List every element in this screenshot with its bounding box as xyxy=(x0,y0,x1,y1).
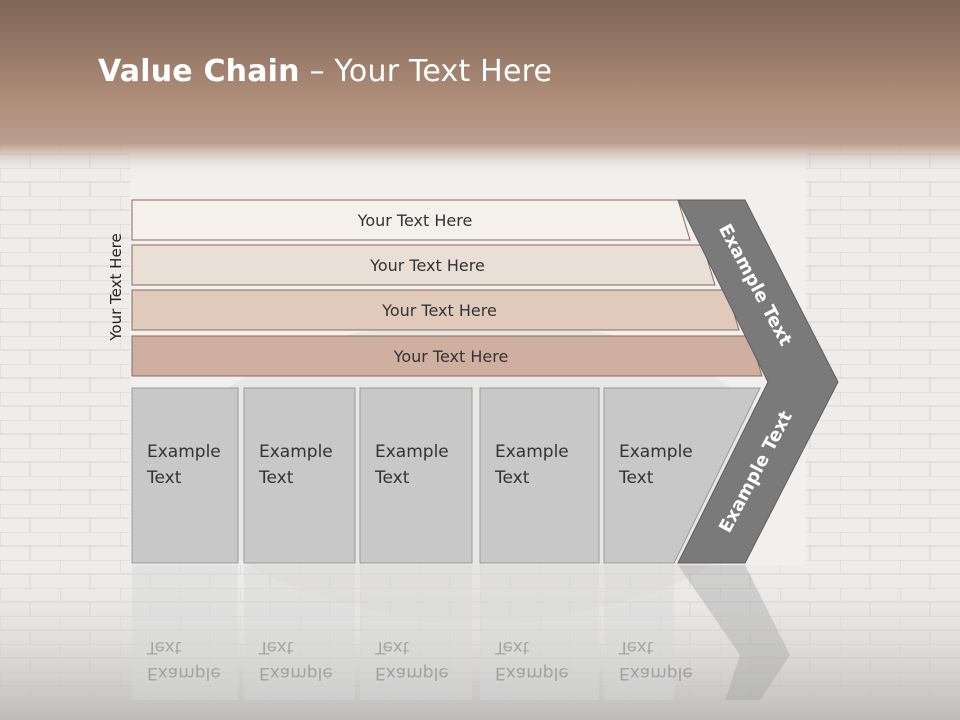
bar-3 xyxy=(131,289,740,331)
column-block-3 xyxy=(359,387,473,564)
column-text-line2: Text xyxy=(147,468,182,488)
reflection-line2: Text xyxy=(619,637,654,657)
column-reflection-4 xyxy=(480,565,599,700)
column-text-line1: Example xyxy=(495,442,569,462)
bar-4 xyxy=(131,335,763,377)
column-text-reflection-5: Example Text xyxy=(619,634,693,686)
column-text-line2: Text xyxy=(375,468,410,488)
column-text-line2: Text xyxy=(259,468,294,488)
bar-label-2: Your Text Here xyxy=(370,255,485,275)
column-reflection-1 xyxy=(132,565,238,700)
reflection-line1: Example xyxy=(259,663,333,683)
bar-label-4: Your Text Here xyxy=(393,346,509,366)
column-text-line1: Example xyxy=(375,442,449,462)
column-text-reflection-2: Example Text xyxy=(259,634,333,686)
column-block-5 xyxy=(603,387,761,564)
page-title-rest: – Your Text Here xyxy=(299,54,553,89)
column-block-4 xyxy=(479,387,600,564)
column-text-line1: Example xyxy=(147,442,221,462)
column-reflection-3 xyxy=(360,565,472,700)
page-title: Value Chain – Your Text Here xyxy=(98,54,552,89)
bar-label-1: Your Text Here xyxy=(357,210,473,230)
column-reflection-2 xyxy=(244,565,355,700)
chevron-arrow xyxy=(677,199,839,564)
reflection-line1: Example xyxy=(375,663,449,683)
reflection-line2: Text xyxy=(259,637,294,657)
reflection-line2: Text xyxy=(495,637,530,657)
reflection-line1: Example xyxy=(147,663,221,683)
column-reflection-5 xyxy=(604,565,674,700)
column-block-2 xyxy=(243,387,356,564)
bar-1 xyxy=(131,199,691,241)
floor xyxy=(0,560,960,720)
reflection-line1: Example xyxy=(619,663,693,683)
column-text-reflection-4: Example Text xyxy=(495,634,569,686)
column-text-line2: Text xyxy=(495,468,530,488)
column-block-1 xyxy=(131,387,239,564)
bar-label-3: Your Text Here xyxy=(382,300,497,320)
column-text-line1: Example xyxy=(259,442,333,462)
reflection-line2: Text xyxy=(375,637,410,657)
column-text-reflection-3: Example Text xyxy=(375,634,449,686)
reflection-line1: Example xyxy=(495,663,569,683)
column-text-reflection-1: Example Text xyxy=(147,634,221,686)
reflection-line2: Text xyxy=(147,637,182,657)
bar-2 xyxy=(131,244,716,286)
column-text-line2: Text xyxy=(619,468,654,488)
chevron-reflection xyxy=(678,565,790,700)
page-title-bold: Value Chain xyxy=(98,54,300,89)
column-text-line1: Example xyxy=(619,442,693,462)
header-band xyxy=(0,0,960,175)
